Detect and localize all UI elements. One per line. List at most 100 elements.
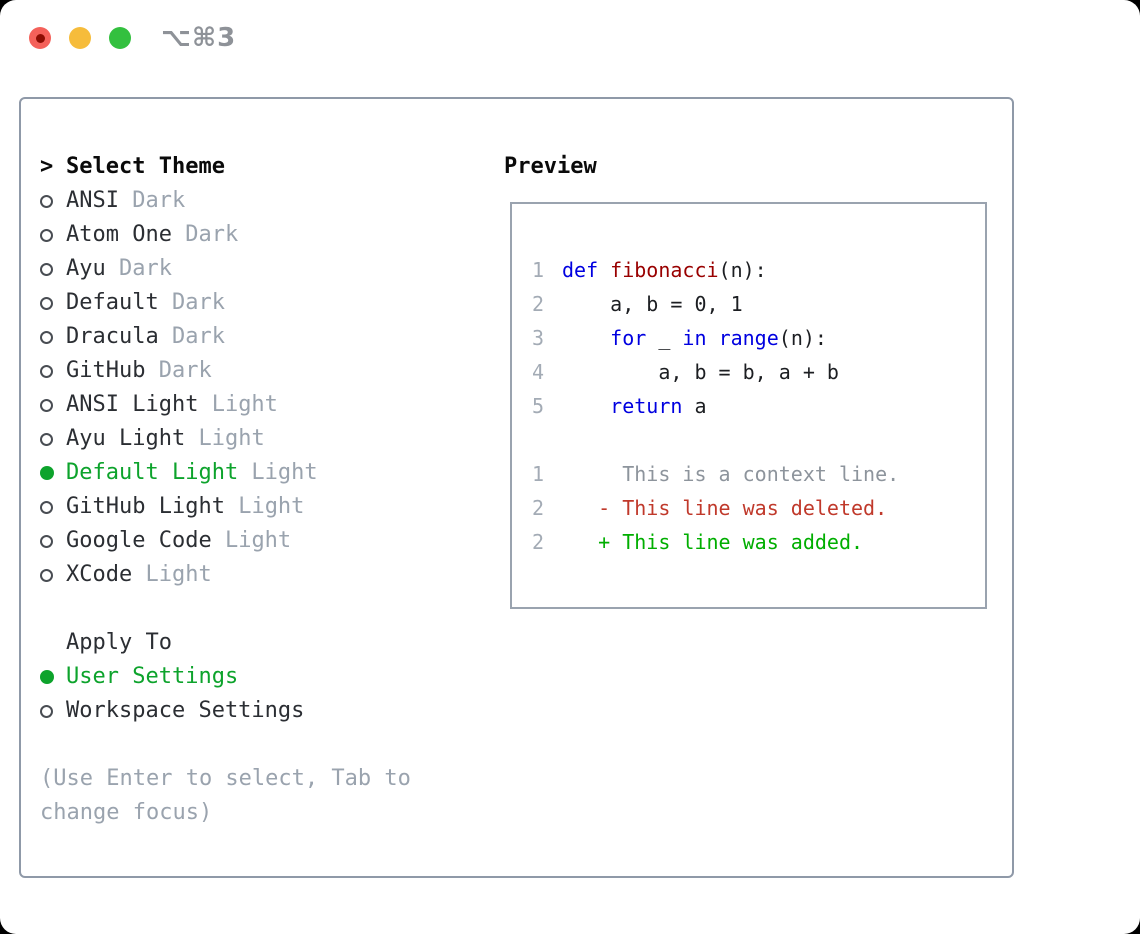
theme-option-label: Default Dark xyxy=(66,290,225,315)
code-segment xyxy=(562,326,610,350)
radio-dot xyxy=(40,228,53,242)
code-segment xyxy=(598,258,610,282)
radio-dot xyxy=(40,194,53,208)
radio-dot xyxy=(40,568,53,582)
theme-option[interactable]: Ayu Light Light xyxy=(40,422,450,456)
radio-dot xyxy=(40,398,53,412)
theme-option[interactable]: XCode Light xyxy=(40,558,450,592)
apply-option[interactable]: User Settings xyxy=(40,660,450,694)
line-number: 4 xyxy=(532,360,545,384)
theme-option[interactable]: GitHub Light Light xyxy=(40,490,450,524)
code-text: def fibonacci(n): xyxy=(562,253,767,287)
theme-variant-label: Light xyxy=(132,562,212,587)
code-line: 2 a, b = 0, 1 xyxy=(532,287,975,321)
code-segment: fibonacci xyxy=(610,258,719,282)
theme-option[interactable]: GitHub Dark xyxy=(40,354,450,388)
code-segment: (n): xyxy=(778,326,827,350)
theme-variant-label: Dark xyxy=(118,188,186,213)
line-number: 5 xyxy=(532,394,545,418)
radio-icon xyxy=(40,262,66,276)
code-text: - This line was deleted. xyxy=(562,491,887,525)
line-number xyxy=(532,423,562,457)
line-number: 2 xyxy=(532,530,545,554)
spacer xyxy=(40,728,450,762)
code-line: 4 a, b = b, a + b xyxy=(532,355,975,389)
theme-list-header: > Select Theme xyxy=(40,150,450,184)
radio-icon xyxy=(40,296,66,310)
theme-variant-label: Light xyxy=(211,528,292,553)
code-line: 2 - This line was deleted. xyxy=(532,491,975,525)
code-segment: def xyxy=(562,258,599,282)
radio-dot xyxy=(40,432,53,446)
theme-option-label: Ayu Dark xyxy=(66,256,172,281)
code-segment: range xyxy=(718,326,779,350)
theme-option[interactable]: Default Light Light xyxy=(40,456,450,490)
code-segment: a xyxy=(682,394,707,418)
radio-icon xyxy=(40,398,66,412)
theme-option[interactable]: ANSI Dark xyxy=(40,184,450,218)
code-segment: + This line was added. xyxy=(562,530,864,554)
theme-variant-label: Dark xyxy=(171,222,239,247)
theme-option[interactable]: Default Dark xyxy=(40,286,450,320)
theme-option[interactable]: Dracula Dark xyxy=(40,320,450,354)
theme-variant-label: Dark xyxy=(158,290,225,315)
radio-dot xyxy=(40,296,53,310)
code-segment: a, b = 0, 1 xyxy=(562,292,743,316)
theme-option-label: Atom One Dark xyxy=(66,222,239,247)
radio-icon xyxy=(40,704,66,718)
code-segment: This is a context line. xyxy=(562,462,900,486)
code-text: for _ in range(n): xyxy=(562,321,827,355)
theme-option[interactable]: Ayu Dark xyxy=(40,252,450,286)
theme-option[interactable]: Google Code Light xyxy=(40,524,450,558)
theme-variant-label: Dark xyxy=(145,358,212,383)
zoom-button[interactable] xyxy=(109,27,131,49)
theme-option-label: ANSI Dark xyxy=(66,188,186,213)
theme-variant-label: Light xyxy=(185,426,265,451)
theme-option[interactable]: Atom One Dark xyxy=(40,218,450,252)
radio-icon xyxy=(40,228,66,242)
theme-variant-label: Light xyxy=(198,392,278,417)
preview-title: Preview xyxy=(504,154,597,179)
theme-list-title: Select Theme xyxy=(66,154,225,179)
code-text: a, b = b, a + b xyxy=(562,355,839,389)
code-segment: _ xyxy=(646,326,683,350)
theme-variant-label: Dark xyxy=(158,324,225,349)
radio-dot xyxy=(40,704,53,718)
titlebar: ⌥⌘3 xyxy=(0,0,1140,76)
code-line: 5 return a xyxy=(532,389,975,423)
unsaved-indicator-icon xyxy=(35,33,45,43)
theme-option[interactable]: ANSI Light Light xyxy=(40,388,450,422)
apply-option[interactable]: Workspace Settings xyxy=(40,694,450,728)
code-text: return a xyxy=(562,389,707,423)
radio-dot xyxy=(40,670,54,684)
code-line: 2 + This line was added. xyxy=(532,525,975,559)
radio-selected-icon xyxy=(40,670,66,684)
code-segment: in xyxy=(682,326,707,350)
line-number: 2 xyxy=(532,292,545,316)
apply-option-label: Workspace Settings xyxy=(66,698,305,723)
code-segment: for xyxy=(610,326,647,350)
radio-dot xyxy=(40,500,53,514)
apply-to-title: Apply To xyxy=(66,630,172,655)
radio-icon xyxy=(40,568,66,582)
theme-option-label: GitHub Dark xyxy=(66,358,212,383)
spacer xyxy=(40,592,450,626)
code-line: 3 for _ in range(n): xyxy=(532,321,975,355)
line-number: 3 xyxy=(532,326,545,350)
radio-dot xyxy=(40,262,53,276)
code-segment: return xyxy=(610,394,683,418)
minimize-button[interactable] xyxy=(69,27,91,49)
window-title: ⌥⌘3 xyxy=(161,23,237,53)
radio-icon xyxy=(40,500,66,514)
theme-variant-label: Light xyxy=(238,460,318,485)
radio-icon xyxy=(40,364,66,378)
radio-dot xyxy=(40,330,53,344)
code-line: 1 This is a context line. xyxy=(532,457,975,491)
theme-option-label: GitHub Light Light xyxy=(66,494,305,519)
close-button[interactable] xyxy=(29,27,51,49)
code-segment: - This line was deleted. xyxy=(562,496,888,520)
